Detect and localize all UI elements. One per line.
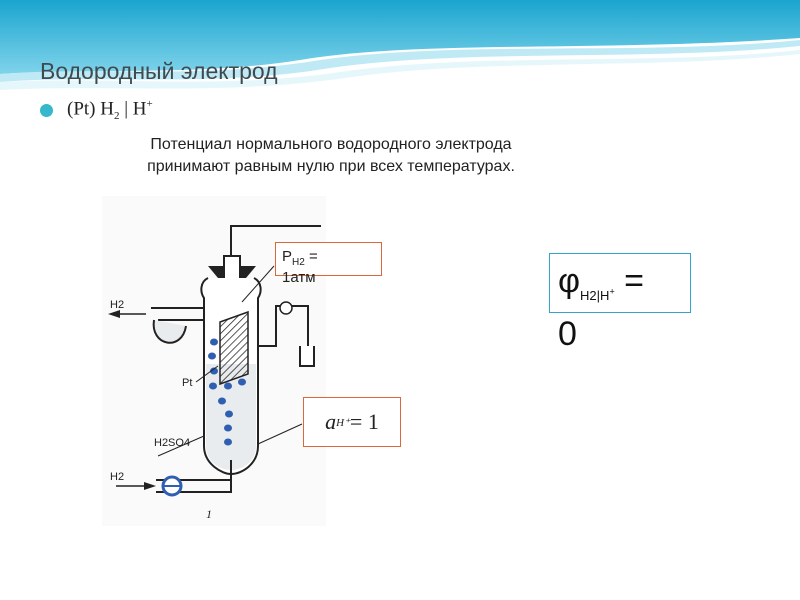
bubble <box>224 438 232 446</box>
pt-leader-line <box>195 365 219 383</box>
bubble <box>210 367 218 375</box>
potential-callout: φH2|H+ = 0 <box>549 253 691 353</box>
bubble <box>218 397 226 405</box>
left-side-arm <box>151 307 204 321</box>
pressure-value: 1атм <box>282 269 316 286</box>
slide-title: Водородный электрод <box>40 58 278 84</box>
trap-tube <box>299 346 315 367</box>
arrow-left-icon <box>108 310 120 318</box>
bubble <box>209 382 217 390</box>
bubble <box>225 410 233 418</box>
pressure-leader-line <box>241 265 275 303</box>
label-pt: Pt <box>182 377 192 389</box>
bubble <box>224 382 232 390</box>
h2so4-leader-line <box>157 435 205 457</box>
potential-value: 0 <box>558 314 577 353</box>
label-h2-bottom: H2 <box>110 471 124 483</box>
bubble <box>224 424 232 432</box>
bubble <box>238 378 246 386</box>
electrode-formula: (Pt) H2 | H+ <box>67 98 153 123</box>
pressure-callout: PH2 = 1атм <box>275 242 382 285</box>
header-wave-decoration <box>0 0 800 90</box>
tap-icon <box>279 301 293 315</box>
water-seal <box>152 319 187 344</box>
bullet-dot-icon <box>40 103 53 117</box>
right-side-arm <box>258 305 309 347</box>
bottom-inlet <box>156 460 232 493</box>
bullet-item: (Pt) H2 | H+ <box>40 98 153 122</box>
label-h2so4: H2SO4 <box>154 437 190 449</box>
label-number: 1 <box>206 507 212 521</box>
description-line-1: Потенциал нормального водородного электр… <box>150 136 512 153</box>
description-line-2: принимают равным нулю при всех температу… <box>147 158 515 175</box>
hydrogen-bubbles <box>208 338 246 446</box>
description-paragraph: Потенциал нормального водородного электр… <box>96 134 566 178</box>
platinum-plate <box>219 310 249 386</box>
label-h2-top: H2 <box>110 299 124 311</box>
activity-leader-line <box>257 423 303 445</box>
bubble <box>210 338 218 346</box>
arrow-right-icon <box>144 482 156 490</box>
bubble <box>208 352 216 360</box>
